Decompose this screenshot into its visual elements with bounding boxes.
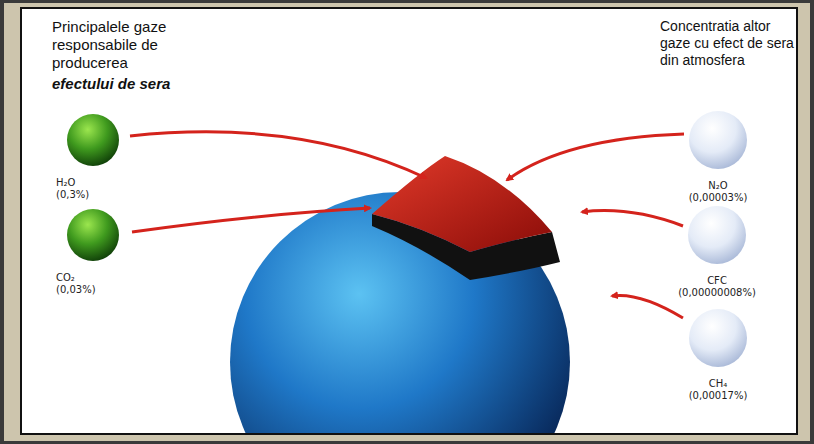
gas-formula: CFC (652, 275, 782, 287)
green-sphere (66, 113, 120, 167)
gas-concentration: (0,03%) (56, 284, 186, 296)
green-sphere (66, 208, 120, 262)
illustration (22, 9, 796, 433)
gas-sphere (688, 110, 748, 170)
gas-concentration: (0,00000008%) (652, 287, 782, 299)
arrow (612, 295, 683, 318)
arrow (130, 132, 426, 178)
panel: H₂O(0,3%)CO₂(0,03%)N₂O(0,00003%)CFC(0,00… (20, 7, 798, 435)
gas-concentration: (0,00003%) (653, 192, 783, 204)
gas-sphere (687, 205, 747, 265)
gas-sphere (688, 308, 748, 368)
arrow (507, 134, 684, 180)
arrow (582, 211, 683, 226)
heading-text: Concentratia altor gaze cu efect de sera… (660, 18, 796, 69)
gas-concentration: (0,3%) (56, 189, 186, 201)
gas-formula: CO₂ (56, 272, 186, 284)
gas-concentration: (0,00017%) (653, 390, 783, 402)
gas-node: N₂O(0,00003%) (653, 110, 783, 204)
heading-text: efectului de sera (52, 75, 217, 93)
red-wedge (372, 156, 552, 252)
heading-text: Principalele gaze responsabile de produc… (52, 18, 217, 72)
gas-formula: CH₄ (653, 378, 783, 390)
gas-node: CO₂(0,03%) (56, 208, 186, 296)
arrow (132, 208, 370, 232)
gas-node: H₂O(0,3%) (56, 113, 186, 201)
gas-node: CH₄(0,00017%) (653, 308, 783, 402)
gas-formula: N₂O (653, 180, 783, 192)
gas-node: CFC(0,00000008%) (652, 205, 782, 299)
gas-formula: H₂O (56, 177, 186, 189)
